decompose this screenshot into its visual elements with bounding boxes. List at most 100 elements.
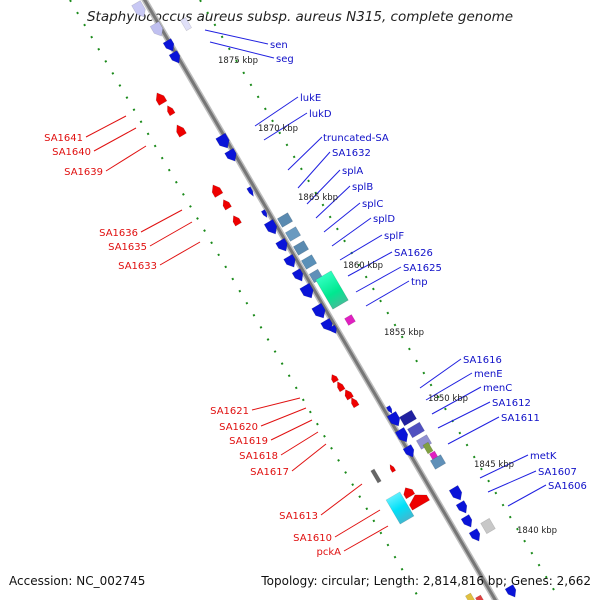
gene-features[interactable] [131,0,519,600]
gene-label[interactable]: SA1621 [210,406,249,417]
forward-gene-arrow[interactable] [311,302,329,321]
forward-gene-arrow[interactable] [291,268,306,284]
forward-leader-line [297,151,331,189]
gene-label[interactable]: menE [474,369,503,380]
forward-gene-arrow[interactable] [460,514,475,530]
forward-gene-arrow[interactable] [149,21,166,38]
gene-feature-block[interactable] [179,16,193,32]
gene-label[interactable]: SA1619 [229,436,268,447]
forward-gene-arrow[interactable] [283,253,299,269]
reverse-gene-arrow[interactable] [406,490,431,511]
gene-feature-block[interactable] [284,226,302,242]
gene-label[interactable]: SA1636 [99,228,138,239]
forward-gene-arrow[interactable] [260,209,268,219]
forward-gene-arrow[interactable] [263,219,280,236]
reverse-gene-arrow[interactable] [153,91,168,106]
reverse-gene-arrow[interactable] [401,485,416,500]
forward-gene-arrow[interactable] [246,186,255,198]
forward-gene-arrow[interactable] [162,38,177,54]
forward-gene-arrow[interactable] [394,427,411,444]
gene-label[interactable]: SA1635 [108,242,147,253]
gene-label[interactable]: SA1626 [394,248,433,259]
gene-feature-block[interactable] [385,491,415,525]
forward-gene-arrow[interactable] [299,282,317,301]
forward-leader-line [507,484,547,507]
gene-label[interactable]: SA1618 [239,451,278,462]
gene-label[interactable]: SA1620 [219,422,258,433]
forward-gene-arrow[interactable] [386,411,403,428]
forward-gene-arrow[interactable] [455,500,470,516]
gene-feature-block[interactable] [429,454,447,470]
reverse-gene-arrow[interactable] [230,214,242,227]
forward-gene-arrow[interactable] [275,237,291,253]
forward-gene-arrow[interactable] [168,50,183,66]
forward-gene-arrow[interactable] [131,0,149,20]
gene-label[interactable]: SA1610 [293,533,332,544]
reverse-gene-arrow[interactable] [349,396,360,409]
gene-label[interactable]: splD [373,214,395,225]
gene-feature-block[interactable] [300,254,318,270]
genome-backbone [141,0,499,600]
reverse-gene-arrow[interactable] [342,388,354,401]
forward-gene-arrow[interactable] [448,485,465,502]
gene-label[interactable]: SA1633 [118,261,157,272]
gene-label[interactable]: lukD [309,109,332,120]
gene-feature-block[interactable] [370,468,382,484]
gene-label[interactable]: splA [342,166,363,177]
reverse-gene-arrow[interactable] [329,373,340,384]
reverse-leader-line [291,443,327,472]
gene-label[interactable]: SA1641 [44,133,83,144]
forward-gene-arrow[interactable] [504,584,519,600]
gene-feature-block[interactable] [292,240,310,256]
gene-label[interactable]: SA1617 [250,467,289,478]
gene-label[interactable]: splC [362,199,383,210]
gene-label[interactable]: SA1607 [538,467,577,478]
reverse-gene-arrow[interactable] [220,198,232,211]
gene-label[interactable]: SA1625 [403,263,442,274]
tick-label: 1860 kbp [343,261,383,271]
gene-feature-block[interactable] [464,592,476,600]
gene-label[interactable]: SA1613 [279,511,318,522]
gene-label[interactable]: splF [384,231,404,242]
gene-label[interactable]: SA1612 [492,398,531,409]
gene-feature-block[interactable] [399,409,417,427]
forward-leader-line [204,29,269,45]
gene-label[interactable]: SA1632 [332,148,371,159]
forward-gene-arrow[interactable] [215,132,233,151]
reverse-gene-arrow[interactable] [209,183,224,198]
forward-gene-arrow[interactable] [468,528,483,544]
gene-label[interactable]: SA1639 [64,167,103,178]
gene-label[interactable]: splB [352,182,373,193]
gene-label[interactable]: tnp [411,277,428,288]
gene-label[interactable]: SA1611 [501,413,540,424]
gene-label[interactable]: truncated-SA [323,133,389,144]
forward-gene-arrow[interactable] [385,405,393,415]
reverse-gene-arrow[interactable] [165,104,176,117]
gene-label[interactable]: pckA [317,547,342,558]
gene-feature-block[interactable] [315,270,349,310]
gene-label[interactable]: sen [270,40,288,51]
gene-feature-block[interactable] [407,421,425,439]
forward-gene-arrow[interactable] [328,324,338,335]
gene-label[interactable]: SA1606 [548,481,587,492]
reverse-gene-arrow[interactable] [174,123,187,138]
gene-feature-block[interactable] [480,517,496,535]
gene-feature-block[interactable] [276,212,294,228]
reverse-leader-line [343,525,389,552]
gene-label[interactable]: lukE [300,93,321,104]
forward-gene-arrow[interactable] [320,317,336,333]
gene-label[interactable]: SA1616 [463,355,502,366]
gene-feature-block[interactable] [422,441,434,455]
reverse-leader-line [149,221,193,247]
forward-gene-arrow[interactable] [224,147,240,163]
reverse-gene-arrow[interactable] [335,380,346,393]
forward-gene-arrow[interactable] [402,444,417,460]
gene-label[interactable]: menC [483,383,512,394]
gene-feature-block[interactable] [344,314,356,326]
gene-label[interactable]: metK [530,451,557,462]
gene-label[interactable]: SA1640 [52,147,91,158]
gene-feature-block[interactable] [474,594,486,600]
reverse-gene-arrow[interactable] [388,463,397,473]
gene-label[interactable]: seg [276,54,294,65]
